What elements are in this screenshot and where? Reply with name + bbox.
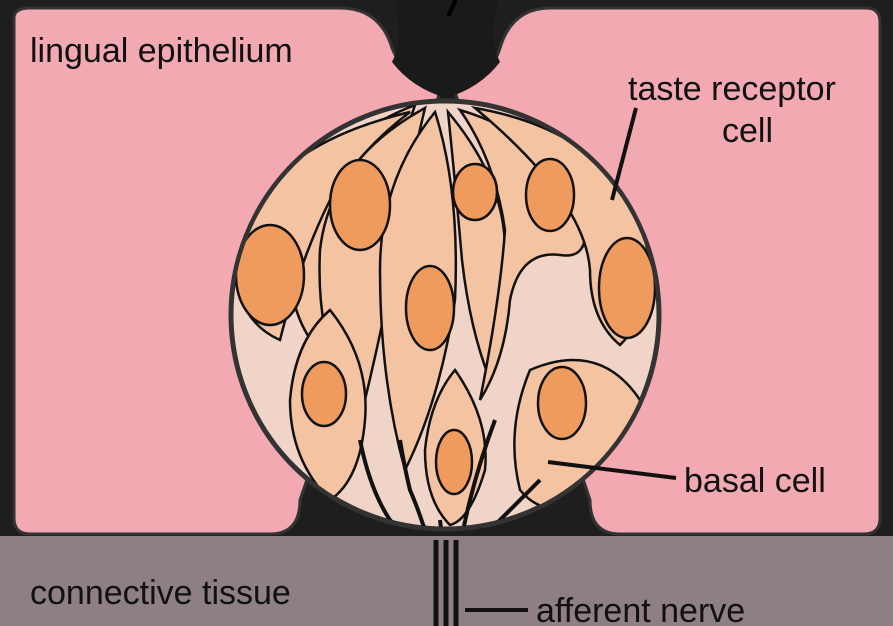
label-taste-receptor: taste receptor xyxy=(628,70,836,108)
nucleus xyxy=(302,362,346,426)
label-basal-cell: basal cell xyxy=(684,462,826,500)
label-afferent-nerve: afferent nerve xyxy=(536,592,745,626)
label-taste-receptor-cell: cell xyxy=(722,112,773,150)
label-lingual-epithelium: lingual epithelium xyxy=(30,32,293,70)
nucleus xyxy=(406,266,454,350)
nucleus xyxy=(538,367,586,439)
label-connective-tissue: connective tissue xyxy=(30,574,291,612)
nucleus xyxy=(526,159,574,231)
nucleus xyxy=(330,160,390,250)
nucleus xyxy=(599,238,655,338)
nucleus xyxy=(453,164,497,220)
nucleus xyxy=(436,430,472,494)
